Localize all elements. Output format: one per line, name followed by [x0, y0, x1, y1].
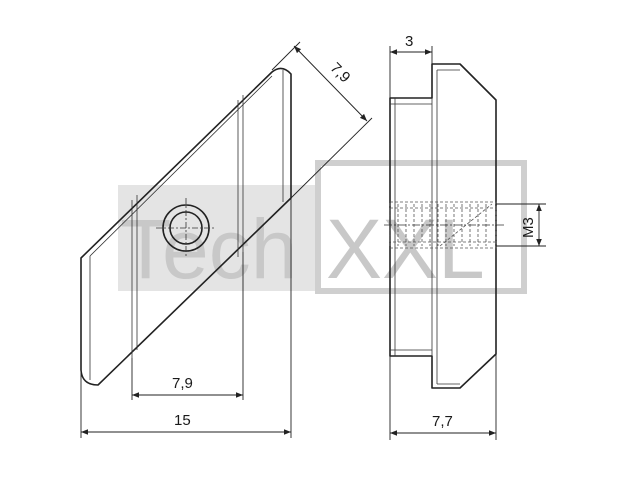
watermark-text-left: Tech: [120, 202, 297, 296]
front-outline: [80, 67, 292, 386]
dim-line-diagonal: [293, 45, 368, 122]
side-dimensions: 3 7,7 M3: [389, 33, 546, 440]
watermark: Tech XXL: [118, 160, 527, 296]
watermark-box-right: [315, 160, 527, 294]
front-edge-diag-1: [89, 75, 273, 257]
dim-text-bottom-total: 15: [174, 412, 191, 429]
dim-text-side-bottom: 7,7: [432, 413, 453, 430]
dim-text-side-top: 3: [405, 33, 413, 50]
front-view: [80, 67, 292, 386]
watermark-box-left: [118, 185, 316, 291]
dim-text-bottom-inner: 7,9: [172, 375, 193, 392]
dim-text-thread: M3: [520, 217, 537, 238]
ext-line-diag-bottom: [290, 117, 373, 199]
watermark-text-right: XXL: [326, 202, 485, 296]
dim-text-diagonal: 7,9: [327, 59, 354, 86]
ext-line-diag-top: [271, 41, 301, 71]
